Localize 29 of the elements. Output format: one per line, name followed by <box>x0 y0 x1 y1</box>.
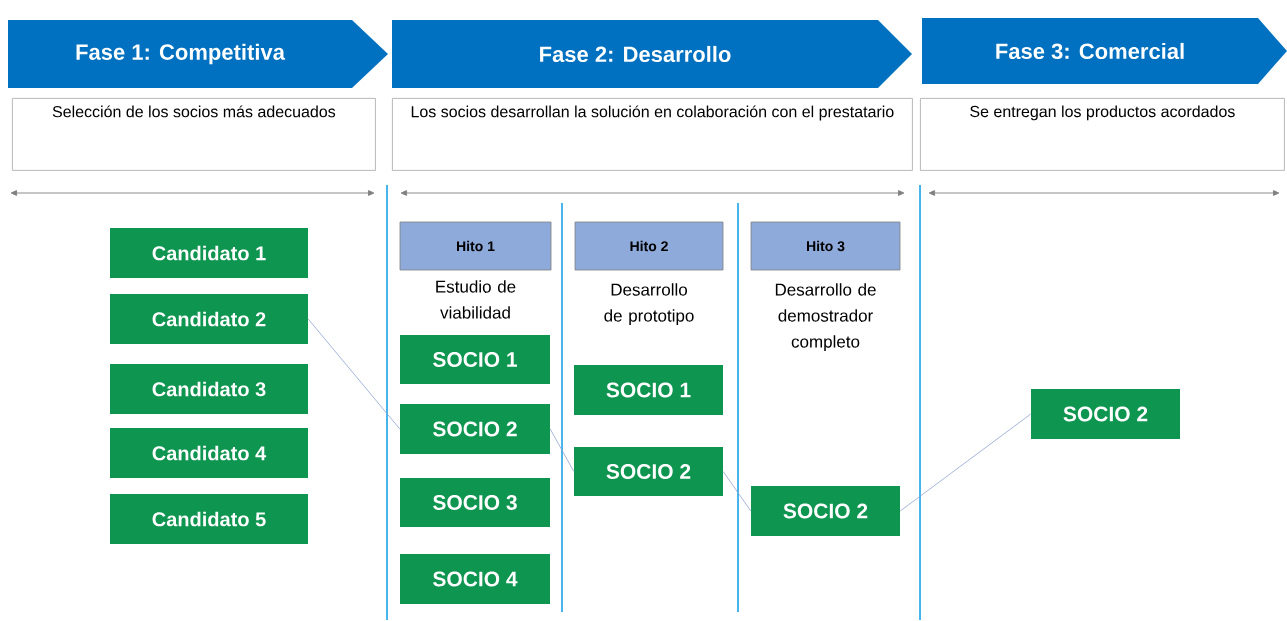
milestone-box: Hito 1 <box>399 221 552 271</box>
partner-box: SOCIO 3 <box>400 478 550 527</box>
milestone-description: Desarrollo de demostrador completo <box>775 283 876 352</box>
candidate-box: Candidato 3 <box>110 364 308 414</box>
description-box: Selección de los socios más adecuados <box>12 98 376 171</box>
phase-banner: Fase 1: Competitiva <box>8 20 388 88</box>
connector-line <box>549 428 575 472</box>
description-box: Se entregan los productos acordados <box>920 98 1285 171</box>
partner-box: SOCIO 4 <box>400 554 550 604</box>
partner-box: SOCIO 1 <box>400 335 550 384</box>
partner-box: SOCIO 2 <box>400 404 550 454</box>
phase-banner: Fase 2: Desarrollo <box>392 20 912 88</box>
partner-box: SOCIO 2 <box>1031 389 1180 439</box>
connector-line <box>307 318 401 430</box>
candidate-box: Candidato 5 <box>110 494 308 544</box>
description-box: Los socios desarrollan la solución en colaboración con el prestatario <box>392 98 913 171</box>
phase-banner: Fase 3: Comercial <box>922 18 1287 84</box>
milestone-box: Hito 3 <box>750 221 901 271</box>
milestone-description: Desarrollo de prototipo <box>604 283 694 326</box>
partner-box: SOCIO 2 <box>574 447 723 496</box>
candidate-box: Candidato 4 <box>110 428 308 478</box>
connector-line <box>722 471 752 512</box>
connector-line <box>899 413 1032 512</box>
candidate-box: Candidato 2 <box>110 294 308 344</box>
candidate-box: Candidato 1 <box>110 228 308 278</box>
milestone-description: Estudio de viabilidad <box>436 280 516 319</box>
partner-box: SOCIO 1 <box>574 365 723 415</box>
milestone-box: Hito 2 <box>574 221 724 271</box>
partner-box: SOCIO 2 <box>751 486 900 536</box>
